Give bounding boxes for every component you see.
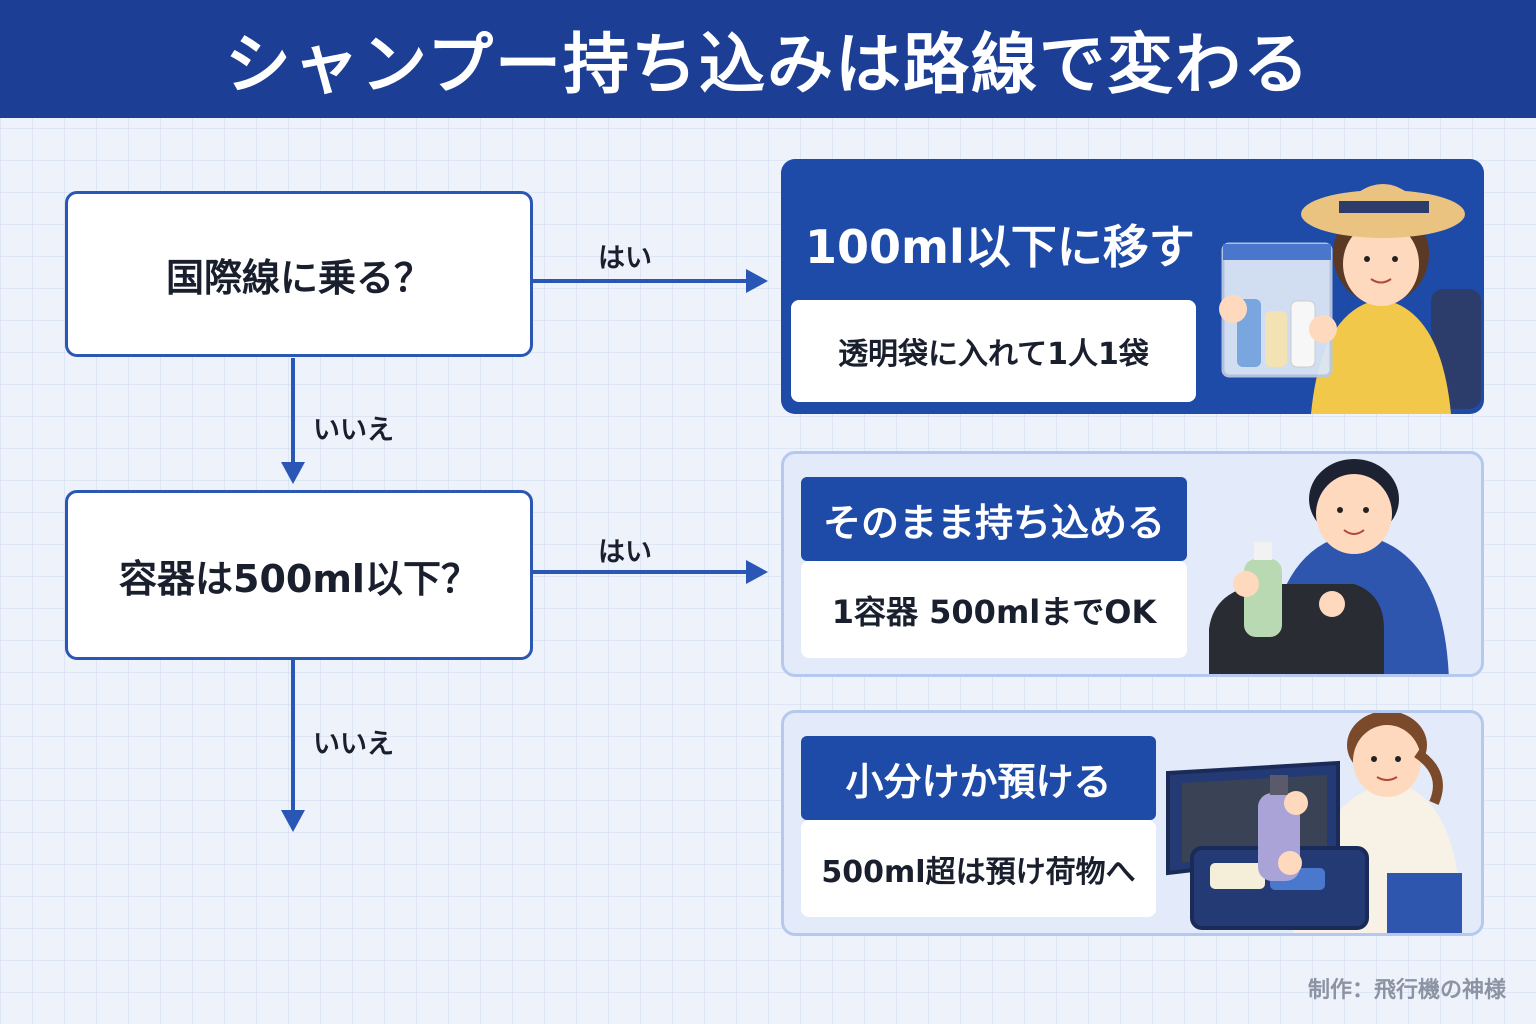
result-detail-carry-on: 1容器 500mlまでOK <box>801 561 1187 658</box>
page-title: シャンプー持ち込みは路線で変わる <box>224 26 1312 103</box>
result-detail-check-in-text: 500ml超は預け荷物へ <box>821 854 1136 890</box>
question-international-label: 国際線に乗る？ <box>165 255 432 300</box>
result-detail-international: 透明袋に入れて1人1袋 <box>791 300 1196 402</box>
edge-label-no-2: いいえ <box>313 729 394 760</box>
woman-clear-bag-illustration <box>1219 184 1481 414</box>
question-container-size: 容器は500ml以下？ <box>65 490 533 660</box>
question-international: 国際線に乗る？ <box>65 191 533 357</box>
man-packing-bag-illustration <box>1209 459 1449 674</box>
result-card-check-in: 小分けか預ける 500ml超は預け荷物へ <box>781 710 1484 936</box>
result-card-carry-on: そのまま持ち込める 1容器 500mlまでOK <box>781 451 1484 677</box>
edge-label-no-1: いいえ <box>313 415 394 446</box>
result-detail-check-in: 500ml超は預け荷物へ <box>801 820 1156 917</box>
edge-label-yes-2: はい <box>598 537 652 568</box>
result-card-international: 100ml以下に移す 透明袋に入れて1人1袋 <box>781 159 1484 414</box>
arrowhead-no-1 <box>281 462 305 484</box>
woman-suitcase-illustration <box>1166 713 1462 933</box>
result-title-carry-on-text: そのまま持ち込める <box>822 500 1165 545</box>
result-title-check-in-text: 小分けか預ける <box>845 759 1112 804</box>
result-detail-carry-on-text: 1容器 500mlまでOK <box>831 592 1157 631</box>
result-detail-international-text: 透明袋に入れて1人1袋 <box>838 337 1149 372</box>
edge-label-yes-1: はい <box>598 243 652 274</box>
question-container-size-label: 容器は500ml以下？ <box>119 556 479 601</box>
arrowhead-yes-1 <box>746 269 768 293</box>
result-title-international: 100ml以下に移す <box>805 220 1195 274</box>
result-title-carry-on: そのまま持ち込める <box>801 477 1187 561</box>
result-title-check-in: 小分けか預ける <box>801 736 1156 820</box>
arrowhead-yes-2 <box>746 560 768 584</box>
arrowhead-no-2 <box>281 810 305 832</box>
header-bar: シャンプー持ち込みは路線で変わる <box>0 0 1536 118</box>
credit-text: 制作：飛行機の神様 <box>1307 978 1506 1003</box>
